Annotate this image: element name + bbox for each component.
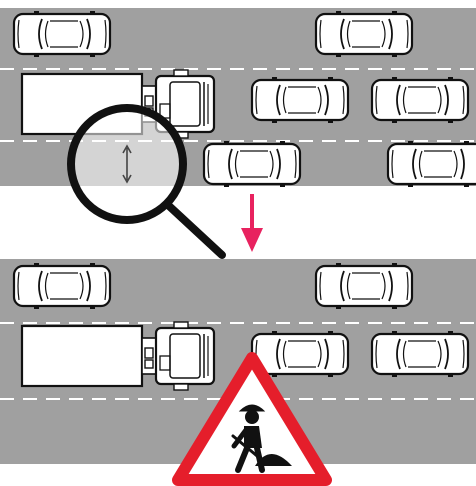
car	[14, 11, 110, 57]
car	[372, 331, 468, 377]
car	[204, 141, 300, 187]
bottom-panel	[0, 259, 476, 480]
car	[14, 263, 110, 309]
down-arrow-icon	[241, 194, 263, 252]
car	[316, 263, 412, 309]
truck	[22, 322, 214, 390]
car	[372, 77, 468, 123]
car	[316, 11, 412, 57]
top-panel	[0, 8, 476, 255]
car	[252, 331, 348, 377]
car	[388, 141, 476, 187]
car	[252, 77, 348, 123]
